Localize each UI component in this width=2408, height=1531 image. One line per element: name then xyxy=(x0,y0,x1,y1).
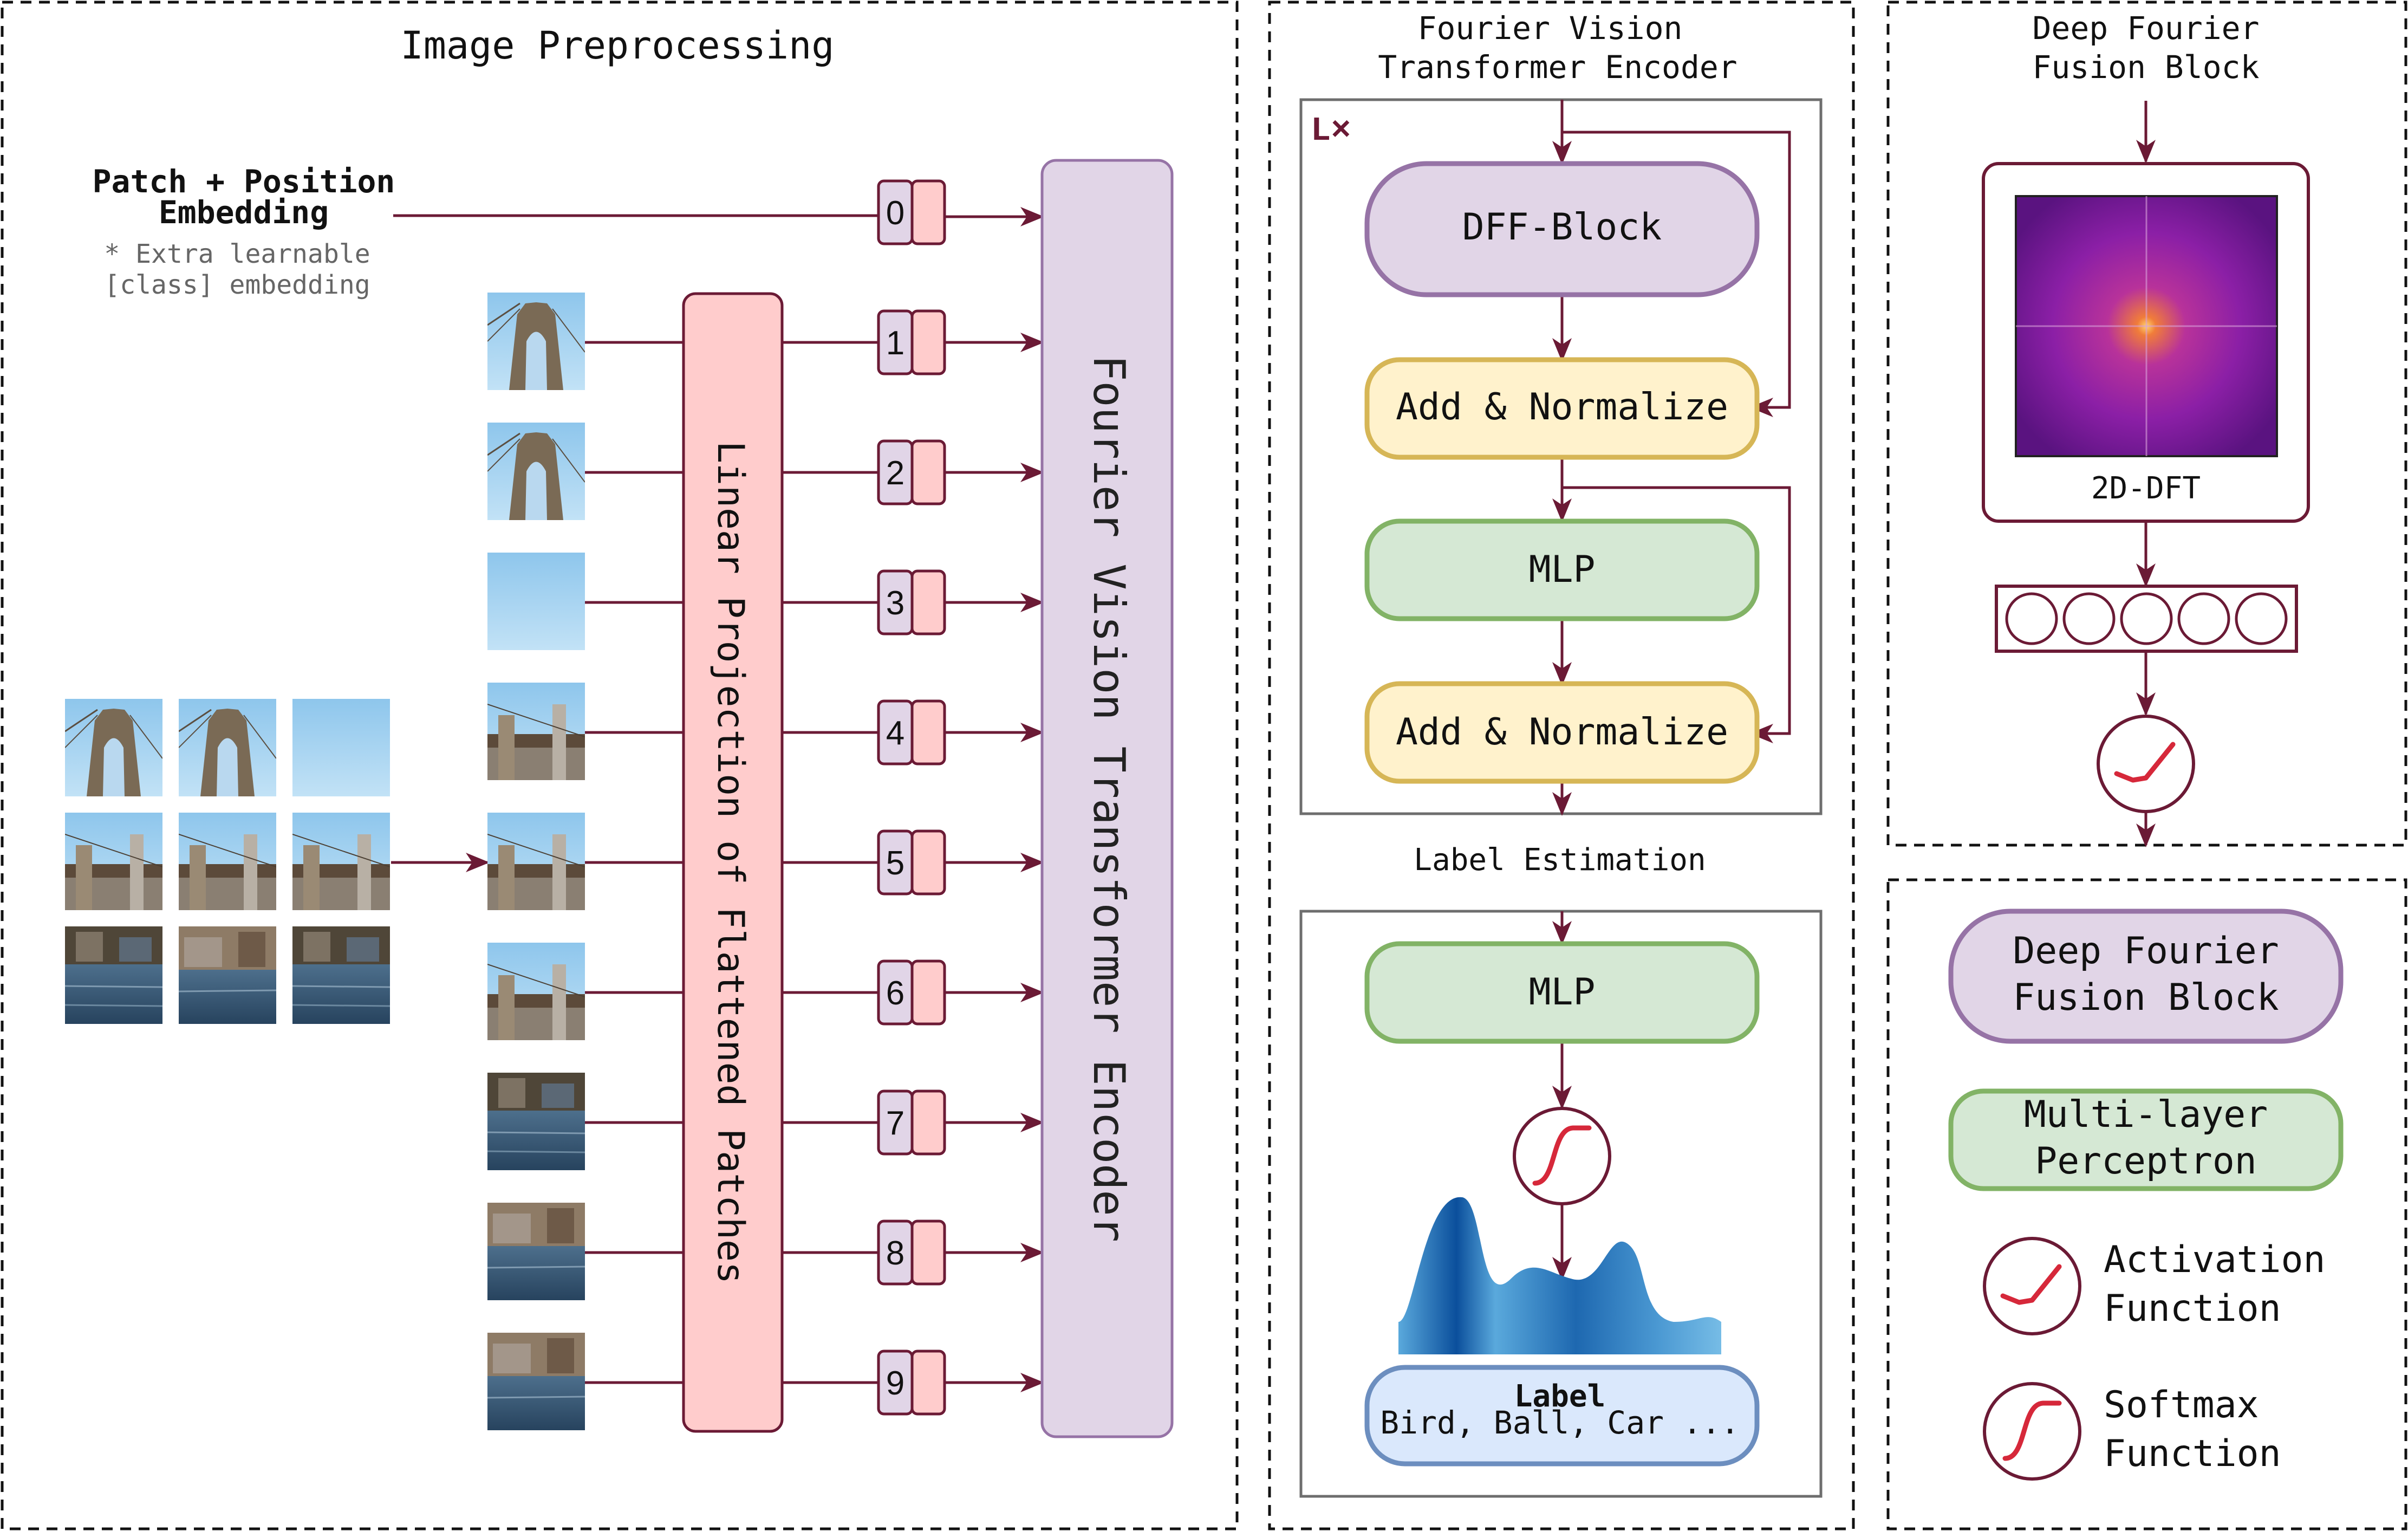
dft-label: 2D-DFT xyxy=(2091,471,2201,506)
token-row: 2 xyxy=(877,439,946,505)
legend-dff-label: Deep Fourier xyxy=(2013,930,2279,972)
token-row: 6 xyxy=(877,959,946,1026)
token-index: 6 xyxy=(886,975,904,1012)
label-estimation-title: Label Estimation xyxy=(1414,842,1706,878)
token-row: 3 xyxy=(877,569,946,635)
mlp-block-2 xyxy=(1364,941,1760,1044)
token-index: 9 xyxy=(886,1365,904,1402)
dff-block-label: DFF-Block xyxy=(1462,206,1662,249)
legend-activation-label: Function xyxy=(2104,1287,2281,1330)
patch-embedding-label: Embedding xyxy=(159,194,329,231)
add-normalize-label: Add & Normalize xyxy=(1396,386,1728,429)
token-row: 1 xyxy=(877,309,946,375)
probability-distribution xyxy=(1398,1197,1721,1354)
token-row: 0 xyxy=(877,179,946,245)
token-index: 5 xyxy=(886,845,904,882)
token-row: 8 xyxy=(877,1219,946,1286)
token-index: 3 xyxy=(886,585,904,622)
mlp-label: MLP xyxy=(1529,971,1596,1014)
token-index: 1 xyxy=(886,325,904,362)
softmax-icon xyxy=(1513,1107,1611,1205)
linear-projection-label: Linear Projection of Flattened Patches xyxy=(709,441,752,1284)
extra-embedding-note: [class] embedding xyxy=(104,270,370,300)
token-index: 0 xyxy=(886,194,904,232)
legend-softmax-icon xyxy=(1983,1382,2081,1481)
legend-mlp-label: Perceptron xyxy=(2035,1140,2256,1183)
dff-block xyxy=(1364,161,1760,297)
mlp-label: MLP xyxy=(1529,548,1596,591)
token-row: 7 xyxy=(877,1089,946,1156)
add-normalize-label: Add & Normalize xyxy=(1396,711,1728,754)
token-row: 4 xyxy=(877,699,946,766)
token-arrows xyxy=(945,207,1044,1392)
image-preprocessing-panel xyxy=(1,1,1239,1530)
encoder-label: Fourier Vision Transformer Encoder xyxy=(1084,355,1134,1242)
legend-panel xyxy=(1886,878,2407,1530)
patch-embedding-label: Patch + Position xyxy=(93,163,395,200)
token-index: 4 xyxy=(886,715,904,752)
patch-column xyxy=(487,293,585,1430)
token-row: 5 xyxy=(877,829,946,896)
add-normalize-1 xyxy=(1364,357,1760,460)
label-title: Label xyxy=(1514,1379,1606,1414)
extra-embedding-note: * Extra learnable xyxy=(104,239,370,269)
legend-activation-icon xyxy=(1983,1237,2081,1335)
token-index: 8 xyxy=(886,1235,904,1272)
token-row: 9 xyxy=(877,1350,946,1416)
legend-softmax-label: Softmax xyxy=(2104,1384,2259,1426)
projection-connectors xyxy=(782,341,878,1384)
neuron-layer xyxy=(1995,585,2298,653)
encoder-panel-title: Fourier Vision xyxy=(1418,10,1683,47)
token-index: 7 xyxy=(886,1105,904,1142)
legend-mlp-label: Multi-layer xyxy=(2024,1093,2268,1136)
dff-panel-title: Deep Fourier xyxy=(2032,10,2259,47)
patch-connectors xyxy=(585,341,684,1384)
label-output xyxy=(1364,1365,1760,1467)
repeat-label: L× xyxy=(1311,112,1351,150)
encoder-block xyxy=(1040,159,1174,1438)
activation-icon xyxy=(2097,715,2195,813)
panel-title: Image Preprocessing xyxy=(401,23,835,68)
token-index: 2 xyxy=(886,455,904,492)
legend-dff-label: Fusion Block xyxy=(2013,976,2279,1019)
label-values: Bird, Ball, Car ... xyxy=(1380,1404,1739,1441)
encoder-panel xyxy=(1268,1,1855,1530)
legend-mlp-swatch xyxy=(1948,1088,2344,1191)
legend-dff-swatch xyxy=(1948,909,2344,1044)
legend-softmax-label: Function xyxy=(2104,1432,2281,1475)
dff-block-panel xyxy=(1886,1,2407,847)
mlp-block-1 xyxy=(1364,518,1760,621)
encoder-flow xyxy=(1552,100,1791,816)
legend-activation-label: Activation xyxy=(2104,1238,2325,1281)
dff-panel-title: Fusion Block xyxy=(2032,49,2259,86)
add-normalize-2 xyxy=(1364,681,1760,784)
source-image-grid xyxy=(65,699,390,1024)
encoder-panel-title: Transformer Encoder xyxy=(1378,49,1737,86)
